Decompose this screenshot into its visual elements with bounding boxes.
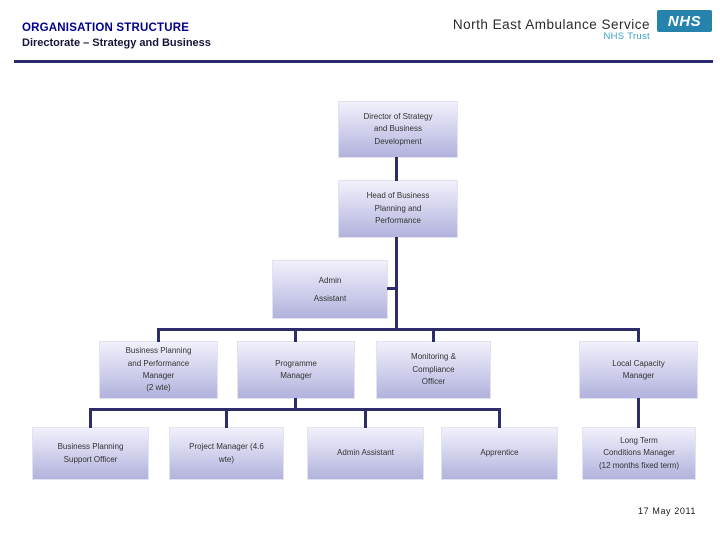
node-apprentice: Apprentice: [442, 428, 557, 479]
node-head-business-planning: Head of Business Planning and Performanc…: [339, 181, 457, 237]
connector-admin-assistant-stub: [387, 287, 395, 290]
connector-drop-support-officer: [89, 408, 92, 428]
connector-drop-project-manager: [225, 411, 228, 428]
connector-head-row2: [395, 237, 398, 330]
node-business-planning-manager: Business Planning and Performance Manage…: [100, 342, 217, 398]
node-admin-assistant: Admin Assistant: [308, 428, 423, 479]
connector-row2-horizontal: [157, 328, 640, 331]
node-business-planning-support-officer: Business Planning Support Officer: [33, 428, 148, 479]
connector-programme-row3: [294, 398, 297, 409]
connector-drop-programme-manager: [294, 331, 297, 342]
org-trust-label: NHS Trust: [603, 31, 650, 42]
footer-date: 17 May 2011: [638, 506, 696, 516]
page-subtitle: Directorate – Strategy and Business: [22, 37, 211, 49]
node-admin-assistant-senior: Admin Assistant: [273, 261, 387, 318]
node-long-term-conditions-manager: Long Term Conditions Manager (12 months …: [583, 428, 695, 479]
header-divider: [14, 60, 713, 63]
connector-drop-admin-assistant: [364, 411, 367, 428]
page-title: ORGANISATION STRUCTURE: [22, 22, 190, 34]
node-local-capacity-manager: Local Capacity Manager: [580, 342, 697, 398]
node-programme-manager: Programme Manager: [238, 342, 354, 398]
node-director: Director of Strategy and Business Develo…: [339, 102, 457, 157]
connector-drop-bp-manager: [157, 328, 160, 342]
connector-director-head: [395, 157, 398, 181]
connector-row3-horizontal: [89, 408, 501, 411]
connector-drop-apprentice: [498, 408, 501, 428]
connector-local-capacity-ltcm: [637, 398, 640, 428]
connector-drop-monitoring-officer: [432, 331, 435, 342]
node-project-manager: Project Manager (4.6 wte): [170, 428, 283, 479]
connector-drop-local-capacity: [637, 328, 640, 342]
org-name: North East Ambulance Service: [452, 17, 650, 32]
nhs-logo: NHS: [657, 10, 712, 32]
node-monitoring-compliance-officer: Monitoring & Compliance Officer: [377, 342, 490, 398]
